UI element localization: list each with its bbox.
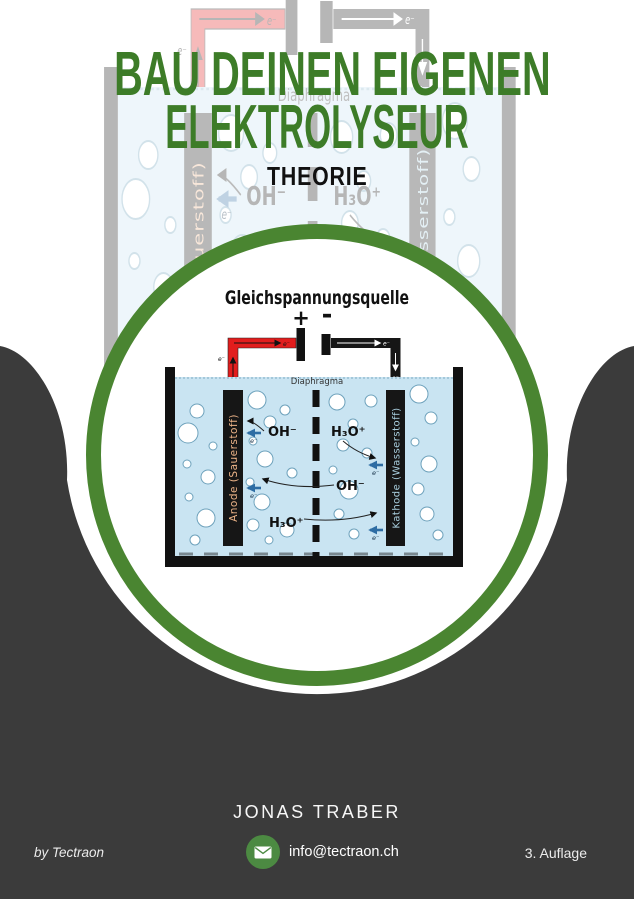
title-block: BAU DEINEN EIGENEN ELEKTROLYSEUR THEORIE <box>0 40 634 192</box>
title-line-1: BAU DEINEN EIGENEN <box>114 40 551 109</box>
title-line-2: ELEKTROLYSEUR <box>165 93 469 162</box>
electrolyzer-diagram <box>157 283 477 583</box>
contact-block: info@tectraon.ch <box>246 835 399 869</box>
subtitle: THEORIE <box>266 161 368 191</box>
mail-icon <box>246 835 280 869</box>
edition-label: 3. Auflage <box>524 845 587 861</box>
author-name: JONAS TRABER <box>233 802 401 822</box>
byline: by Tectraon <box>34 845 105 860</box>
contact-email[interactable]: info@tectraon.ch <box>289 844 399 860</box>
page-title: BAU DEINEN EIGENEN ELEKTROLYSEUR <box>0 40 634 162</box>
